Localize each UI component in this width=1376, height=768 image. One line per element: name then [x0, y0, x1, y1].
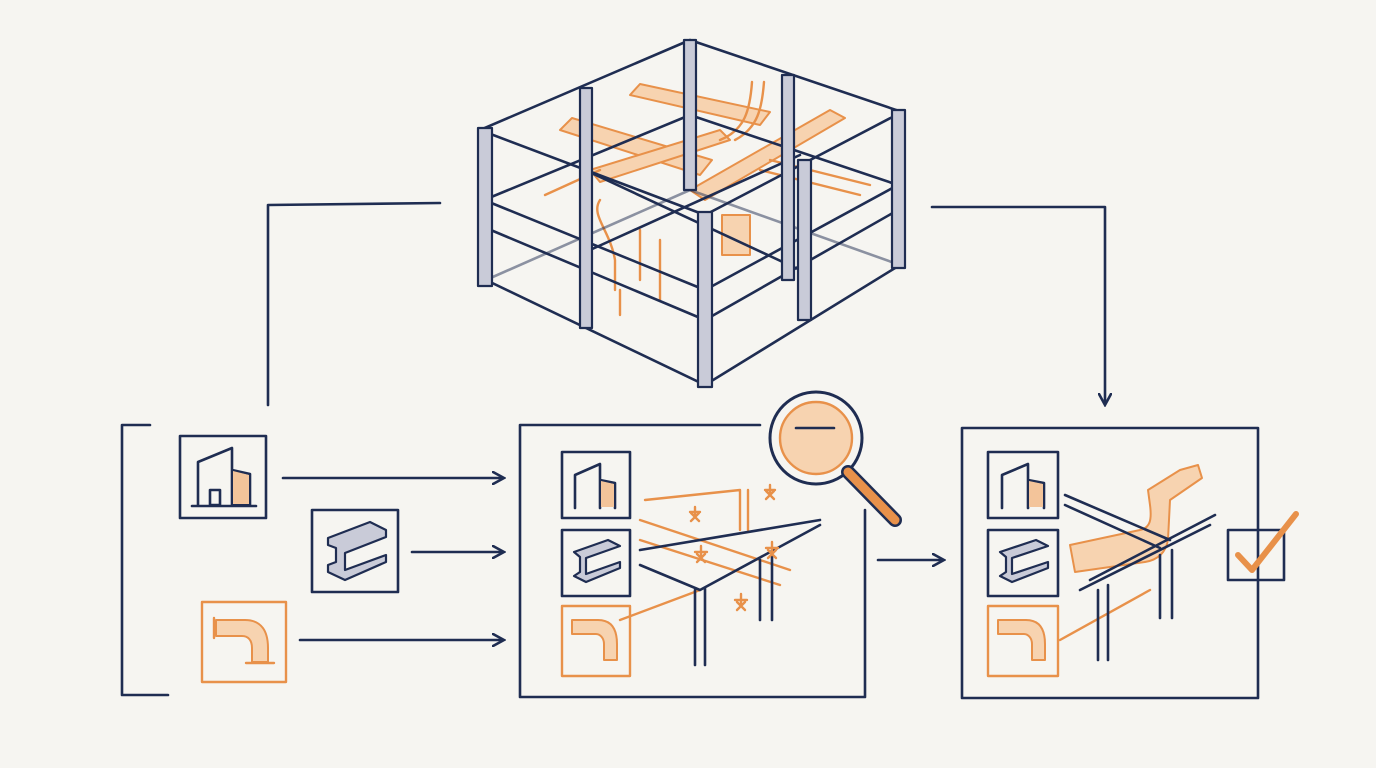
input-bracket	[120, 423, 170, 697]
magnifier-icon	[768, 390, 902, 527]
clash-detection-panel	[518, 390, 902, 699]
checkmark-icon	[1226, 511, 1299, 582]
building-icon	[190, 446, 258, 508]
clash-burst-icon	[688, 483, 780, 612]
pipe-elbow-icon	[215, 619, 269, 663]
structure-model-card	[310, 508, 400, 594]
columns	[476, 38, 907, 389]
architecture-model-card	[178, 434, 268, 520]
resolved-model-panel	[960, 426, 1299, 700]
combined-building-model	[476, 38, 907, 389]
steel-beam-icon	[326, 520, 388, 582]
mep-model-card	[200, 600, 288, 684]
connector-right	[930, 205, 1105, 404]
connector-left	[266, 201, 442, 407]
